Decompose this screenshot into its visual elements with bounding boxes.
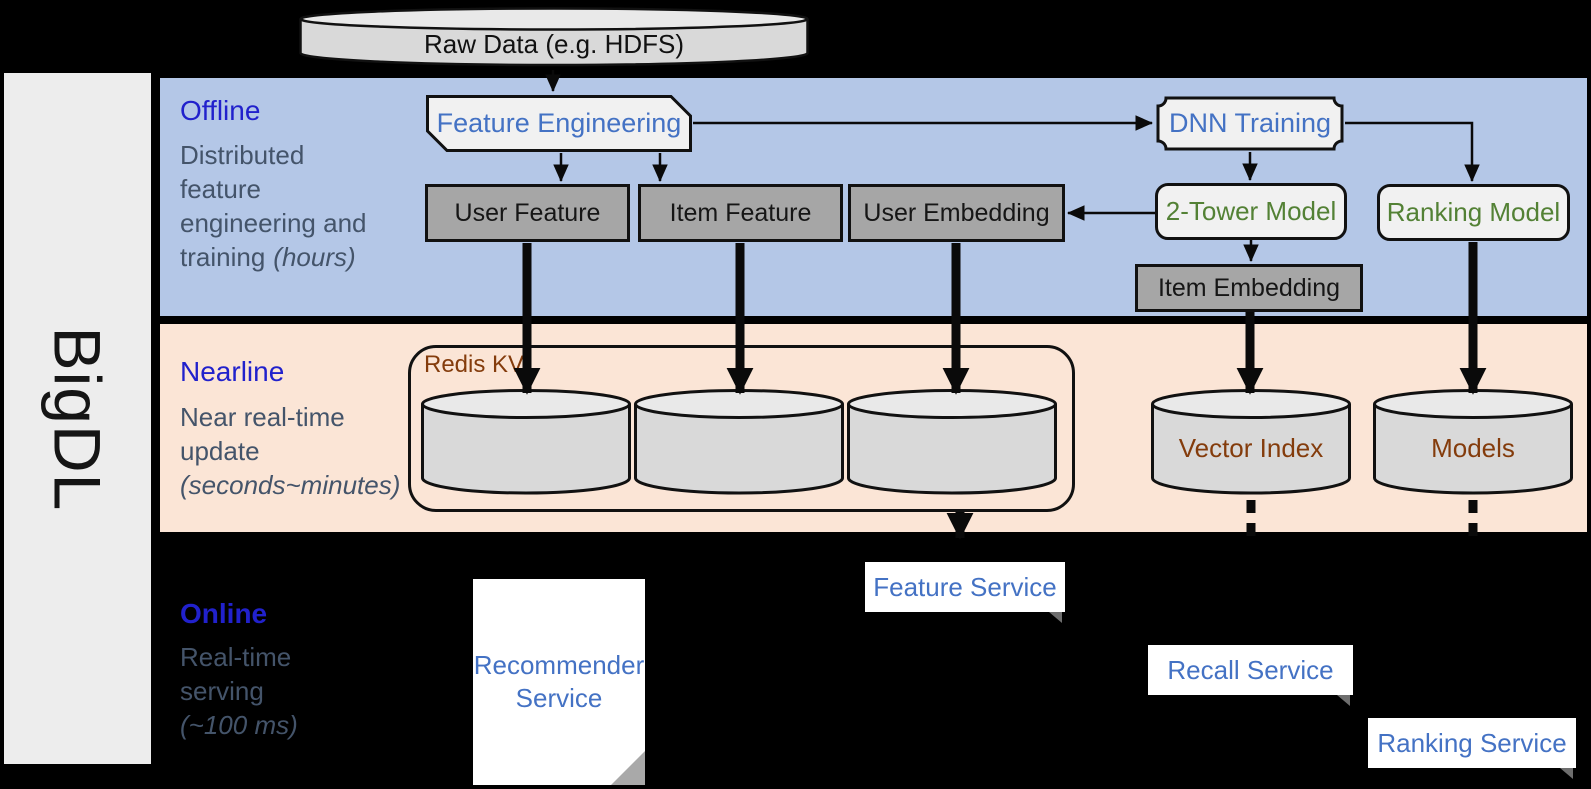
page-fold-icon bbox=[611, 751, 645, 785]
redis-store-cylinder-1 bbox=[420, 388, 632, 496]
nearline-desc-line2: update bbox=[180, 436, 260, 466]
cylinder-shape bbox=[421, 389, 631, 495]
ranking-model-label: Ranking Model bbox=[1386, 197, 1561, 227]
recommender-service-label: Recommender Service bbox=[473, 650, 645, 713]
redis-store-cylinder-2 bbox=[633, 388, 845, 496]
feature-service-node: Feature Service bbox=[865, 562, 1065, 623]
redis-kv-label: Redis KV bbox=[424, 351, 525, 378]
offline-title: Offline bbox=[180, 95, 261, 126]
nearline-description: Near real-time update (seconds~minutes) bbox=[180, 400, 400, 502]
cylinder-shape bbox=[847, 389, 1057, 495]
bigdl-sidebar: BigDL bbox=[4, 73, 151, 764]
ranking-service-label: Ranking Service bbox=[1377, 727, 1567, 758]
online-title: Online bbox=[180, 598, 268, 629]
ranking-service-node: Ranking Service bbox=[1368, 718, 1576, 779]
item-feature-label: Item Feature bbox=[669, 198, 812, 227]
process-shape bbox=[426, 95, 692, 152]
ranking-model-node: Ranking Model bbox=[1377, 184, 1570, 241]
offline-description: Distributed feature engineering and trai… bbox=[180, 138, 367, 274]
dnn-training-label: DNN Training bbox=[1168, 108, 1332, 138]
user-embedding-label: User Embedding bbox=[863, 198, 1050, 227]
dnn-training-node: DNN Training bbox=[1155, 95, 1345, 152]
user-feature-label: User Feature bbox=[454, 198, 601, 227]
raw-data-label: Raw Data (e.g. HDFS) bbox=[423, 28, 685, 59]
plaque-shape bbox=[1156, 96, 1344, 151]
two-tower-model-label: 2-Tower Model bbox=[1165, 196, 1337, 226]
recall-service-label: Recall Service bbox=[1167, 654, 1334, 685]
online-desc-line1: Real-time bbox=[180, 642, 292, 672]
offline-desc-line4: training bbox=[180, 242, 266, 272]
offline-desc-duration: (hours) bbox=[273, 242, 356, 272]
nearline-desc-line1: Near real-time bbox=[180, 402, 345, 432]
cylinder-shape bbox=[634, 389, 844, 495]
nearline-desc-duration: (seconds~minutes) bbox=[180, 470, 401, 500]
models-label: Models bbox=[1431, 432, 1515, 463]
cylinder-shape bbox=[299, 7, 809, 67]
bigdl-logo-text: BigDL bbox=[40, 326, 115, 511]
online-description: Real-time serving (~100 ms) bbox=[180, 640, 298, 742]
feature-engineering-label: Feature Engineering bbox=[436, 108, 682, 138]
offline-desc-line3: engineering and bbox=[180, 208, 367, 238]
recommender-service-node: Recommender Service bbox=[473, 579, 645, 785]
item-embedding-label: Item Embedding bbox=[1157, 273, 1341, 302]
offline-desc-line2: feature bbox=[180, 174, 261, 204]
cylinder-shape bbox=[1373, 389, 1573, 495]
feature-service-label: Feature Service bbox=[873, 571, 1057, 602]
raw-data-store: Raw Data (e.g. HDFS) bbox=[298, 6, 810, 70]
vector-index-store: Vector Index bbox=[1150, 388, 1352, 496]
feature-engineering-node: Feature Engineering bbox=[425, 94, 693, 153]
redis-store-cylinder-3 bbox=[846, 388, 1058, 496]
recall-service-node: Recall Service bbox=[1148, 645, 1353, 706]
user-feature-node: User Feature bbox=[425, 184, 630, 242]
cylinder-shape bbox=[1151, 389, 1351, 495]
online-desc-duration: (~100 ms) bbox=[180, 710, 298, 740]
offline-desc-line1: Distributed bbox=[180, 140, 305, 170]
nearline-title: Nearline bbox=[180, 356, 285, 387]
online-desc-line2: serving bbox=[180, 676, 264, 706]
item-feature-node: Item Feature bbox=[638, 184, 843, 242]
user-embedding-node: User Embedding bbox=[848, 184, 1065, 242]
vector-index-label: Vector Index bbox=[1178, 432, 1324, 463]
models-store: Models bbox=[1372, 388, 1574, 496]
item-embedding-node: Item Embedding bbox=[1135, 264, 1363, 312]
two-tower-model-node: 2-Tower Model bbox=[1155, 183, 1347, 240]
